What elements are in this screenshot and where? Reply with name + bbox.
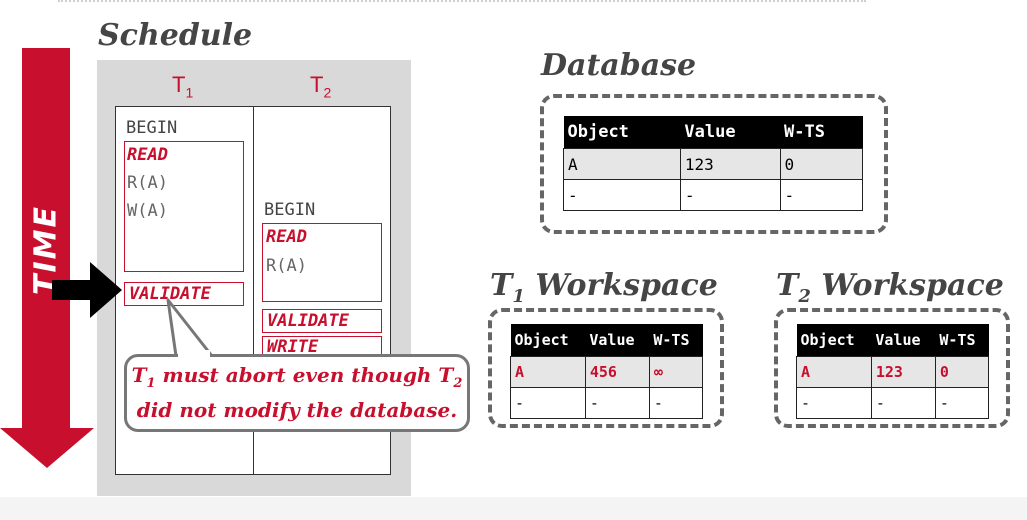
table-cell: - bbox=[679, 179, 781, 211]
column-header-t2: T2 bbox=[310, 72, 332, 101]
column-header-t1: T1 bbox=[172, 72, 194, 101]
header-value: Value bbox=[680, 116, 781, 149]
table-header-row: Object Value W-TS bbox=[796, 324, 989, 357]
t2-begin: BEGIN bbox=[264, 200, 316, 220]
t2-workspace-title: T2 Workspace bbox=[776, 268, 1004, 307]
table-cell: 123 bbox=[870, 356, 936, 388]
table-cell: 123 bbox=[679, 148, 781, 180]
table-row: A 123 0 bbox=[796, 356, 990, 388]
callout-bubble bbox=[124, 354, 470, 432]
header-wts: W-TS bbox=[649, 324, 703, 357]
header-value: Value bbox=[871, 324, 936, 357]
table-cell: A bbox=[563, 148, 681, 180]
table-cell: A bbox=[796, 356, 872, 388]
table-cell: 0 bbox=[934, 356, 990, 388]
table-cell: - bbox=[563, 179, 681, 211]
pointer-arrow-shaft bbox=[52, 280, 92, 300]
top-divider bbox=[58, 0, 866, 2]
t1-op-write: W(A) bbox=[127, 201, 168, 221]
t1-read-phase-box bbox=[124, 141, 244, 272]
table-cell: - bbox=[934, 387, 990, 419]
t1-validate-label: VALIDATE bbox=[129, 284, 211, 304]
t1-workspace-table: Object Value W-TS A 456 ∞ - - - bbox=[510, 324, 704, 419]
table-header-row: Object Value W-TS bbox=[510, 324, 703, 357]
database-table: Object Value W-TS A 123 0 - - - bbox=[563, 116, 864, 211]
schedule-column-divider bbox=[253, 106, 254, 475]
table-cell: ∞ bbox=[648, 356, 704, 388]
table-row: - - - bbox=[563, 179, 864, 211]
header-object: Object bbox=[796, 324, 872, 357]
t2-validate-label: VALIDATE bbox=[267, 311, 349, 331]
header-value: Value bbox=[585, 324, 650, 357]
t1-read-label: READ bbox=[127, 145, 168, 165]
table-cell: 456 bbox=[584, 356, 650, 388]
table-row: A 123 0 bbox=[563, 148, 864, 180]
t2-validate-box bbox=[262, 309, 382, 333]
table-header-row: Object Value W-TS bbox=[563, 116, 863, 149]
callout-pointer-joint bbox=[178, 350, 210, 358]
callout-line-2: did not modify the database. bbox=[136, 398, 458, 422]
t2-write-label: WRITE bbox=[267, 337, 319, 357]
header-object: Object bbox=[563, 116, 681, 149]
database-title: Database bbox=[541, 48, 697, 83]
table-cell: - bbox=[584, 387, 650, 419]
header-object: Object bbox=[510, 324, 586, 357]
database-box bbox=[540, 94, 888, 234]
callout-text: T1 must abort even though T2 did not mod… bbox=[126, 362, 468, 424]
table-cell: - bbox=[870, 387, 936, 419]
t2-read-label: READ bbox=[266, 227, 307, 247]
header-wts: W-TS bbox=[935, 324, 989, 357]
table-cell: - bbox=[779, 179, 864, 211]
table-cell: - bbox=[648, 387, 704, 419]
t1-workspace-box bbox=[488, 308, 724, 428]
table-cell: A bbox=[510, 356, 586, 388]
pointer-arrow-icon bbox=[90, 262, 122, 318]
t2-workspace-table: Object Value W-TS A 123 0 - - - bbox=[796, 324, 990, 419]
t1-workspace-title: T1 Workspace bbox=[490, 268, 718, 307]
t2-read-phase-box bbox=[262, 223, 382, 302]
bottom-band bbox=[0, 497, 1027, 520]
schedule-title: Schedule bbox=[98, 18, 253, 53]
time-arrow-head bbox=[0, 428, 94, 468]
time-arrow-shaft bbox=[22, 48, 70, 430]
table-cell: - bbox=[796, 387, 872, 419]
t2-op-read: R(A) bbox=[266, 256, 307, 276]
callout-line-1: T1 must abort even though T2 bbox=[131, 363, 463, 391]
t2-workspace-box bbox=[774, 308, 1010, 428]
table-cell: 0 bbox=[779, 148, 864, 180]
t1-op-read: R(A) bbox=[127, 173, 168, 193]
table-row: - - - bbox=[796, 387, 990, 419]
header-wts: W-TS bbox=[780, 116, 863, 149]
table-cell: - bbox=[510, 387, 586, 419]
table-row: - - - bbox=[510, 387, 704, 419]
t1-validate-box bbox=[124, 282, 244, 306]
table-row: A 456 ∞ bbox=[510, 356, 704, 388]
t1-begin: BEGIN bbox=[126, 118, 178, 138]
